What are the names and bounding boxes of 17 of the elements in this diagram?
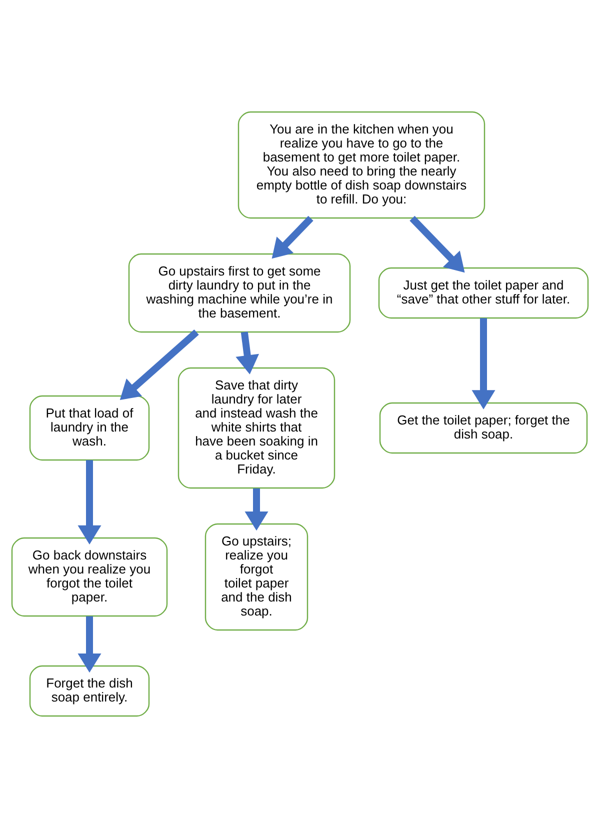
node-box: Go upstairs first to get some dirty laundry to put in the washing machine while you’re in the basement. [128, 253, 351, 333]
node-box: Go back downstairs when you realize you forgot the toilet paper. [11, 537, 168, 617]
arrow [472, 318, 496, 410]
arrow [244, 488, 268, 531]
node-box: Put that load of laundry in the wash. [29, 395, 150, 461]
node-box: Save that dirty laundry for later and instead wash the white shirts that have been soaking in a bucket since Friday. [178, 367, 336, 489]
arrow [120, 330, 199, 400]
arrow [78, 460, 102, 545]
arrow [272, 216, 314, 259]
node-box: Just get the toilet paper and “save” that other stuff for later. [378, 267, 589, 319]
arrow [78, 616, 102, 673]
arrow [410, 216, 465, 273]
node-box: Go upstairs; realize you forgot toilet paper and the dish soap. [204, 523, 308, 631]
arrow [236, 332, 260, 374]
node-box: Forget the dish soap entirely. [29, 665, 150, 717]
node-box: You are in the kitchen when you realize you have to go to the basement to get more toilet paper. You also need to bring the nearly empty bottle of dish soap downstairs to refill. Do you: [238, 111, 486, 219]
node-box: Get the toilet paper; forget the dish soap. [379, 402, 588, 454]
